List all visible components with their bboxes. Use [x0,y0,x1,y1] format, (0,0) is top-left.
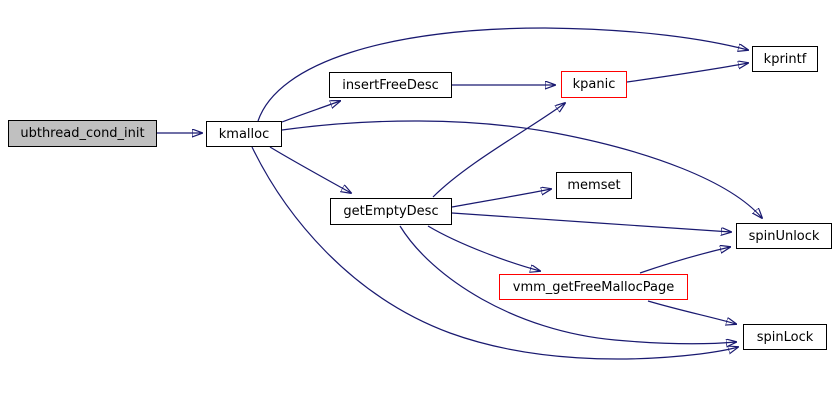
edge-kmalloc-insertFreeDesc [281,101,340,123]
edge-getEmptyDesc-spinLock [399,225,736,344]
edge-vmm_getFreeMallocPage-spinUnlock [639,247,730,274]
edge-vmm_getFreeMallocPage-spinLock [647,300,736,324]
node-vmm_getFreeMallocPage[interactable]: vmm_getFreeMallocPage [499,274,688,300]
edge-getEmptyDesc-kpanic [432,103,565,198]
edge-getEmptyDesc-vmm_getFreeMallocPage [427,225,540,271]
edge-kpanic-kprintf [626,63,748,83]
edge-getEmptyDesc-memset [451,189,551,208]
node-spinLock[interactable]: spinLock [743,324,827,350]
edge-kmalloc-kprintf [257,27,748,122]
node-getEmptyDesc[interactable]: getEmptyDesc [330,198,452,225]
node-kpanic[interactable]: kpanic [561,71,627,98]
edge-kmalloc-spinUnlock [281,120,762,218]
edge-kmalloc-getEmptyDesc [269,146,351,193]
node-kmalloc[interactable]: kmalloc [206,121,282,147]
node-spinUnlock[interactable]: spinUnlock [736,223,832,249]
node-kprintf[interactable]: kprintf [752,46,818,72]
edge-getEmptyDesc-spinUnlock [451,212,731,232]
node-memset[interactable]: memset [556,172,632,199]
edge-kmalloc-spinLock [251,146,738,360]
node-ubthread_cond_init: ubthread_cond_init [8,120,157,147]
node-insertFreeDesc[interactable]: insertFreeDesc [329,72,452,98]
